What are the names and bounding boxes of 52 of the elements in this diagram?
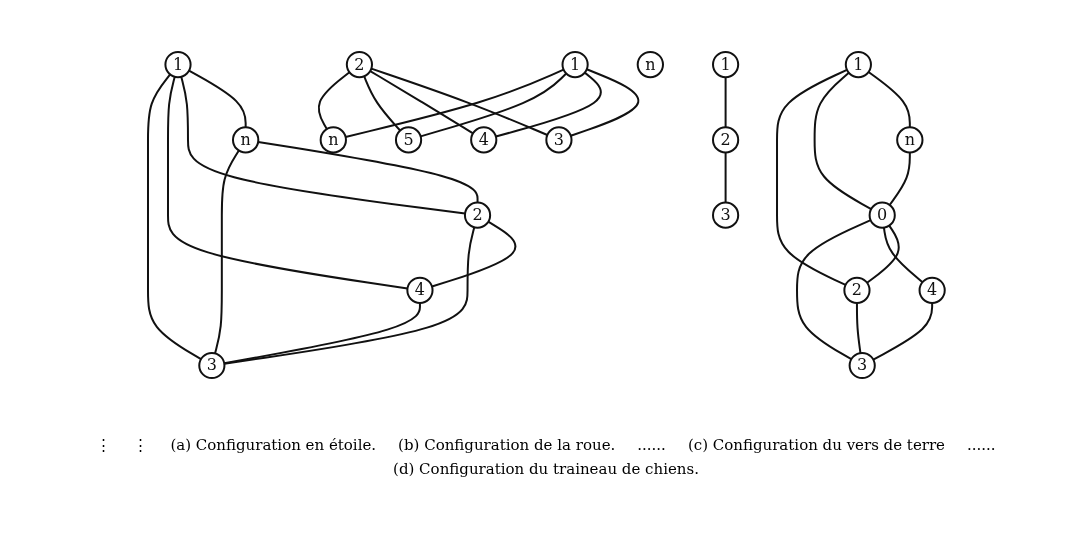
caption: (c) Configuration du vers de terre (687, 436, 945, 454)
node-circle: n (319, 126, 347, 154)
connector (871, 301, 933, 361)
node-circle: n (895, 126, 924, 154)
node-circle: 4 (469, 126, 497, 154)
connector (368, 70, 474, 135)
node-circle: n (231, 126, 259, 154)
node-circle: 1 (164, 50, 192, 79)
connector (724, 76, 727, 129)
node-circle: 2 (463, 201, 491, 229)
connector (344, 68, 565, 138)
node-circle: 4 (918, 276, 946, 304)
connector (813, 71, 872, 210)
connector (795, 219, 872, 361)
connector (855, 301, 862, 354)
connector (317, 71, 351, 130)
connector (430, 220, 516, 288)
node-circle: 1 (711, 50, 739, 79)
node-circle: 3 (197, 351, 226, 380)
connector (494, 71, 602, 138)
node-circle: 2 (345, 50, 373, 79)
connector (187, 69, 247, 129)
connector (146, 73, 202, 361)
connector (882, 226, 924, 284)
node-circle: 1 (844, 50, 872, 79)
node-circle: 2 (843, 276, 871, 304)
node-circle: 3 (711, 201, 739, 229)
node-circle: 4 (406, 276, 434, 304)
node-circle: 0 (868, 201, 896, 229)
caption: ⋮ (133, 436, 149, 454)
caption: (b) Configuration de la roue. (398, 436, 616, 454)
connector (569, 68, 639, 137)
connector (419, 72, 567, 138)
caption: (d) Configuration du traineau de chiens. (393, 460, 699, 478)
node-circle: n (636, 50, 664, 79)
connector (724, 151, 727, 204)
node-circle: 3 (848, 351, 876, 380)
node-circle: 5 (394, 126, 422, 154)
connector (369, 67, 548, 136)
node-circle: 2 (711, 126, 739, 154)
node-circle: 1 (561, 50, 589, 79)
connector (867, 71, 911, 129)
caption: (a) Configuration en étoile. (170, 436, 377, 454)
node-circle: 3 (544, 126, 573, 154)
caption: ...... (637, 436, 666, 454)
caption: ⋮ (96, 436, 112, 454)
connector (362, 75, 401, 132)
connector (213, 149, 240, 355)
connector (775, 68, 848, 286)
caption: ...... (967, 436, 996, 454)
connector (865, 224, 900, 284)
connector (888, 151, 911, 206)
